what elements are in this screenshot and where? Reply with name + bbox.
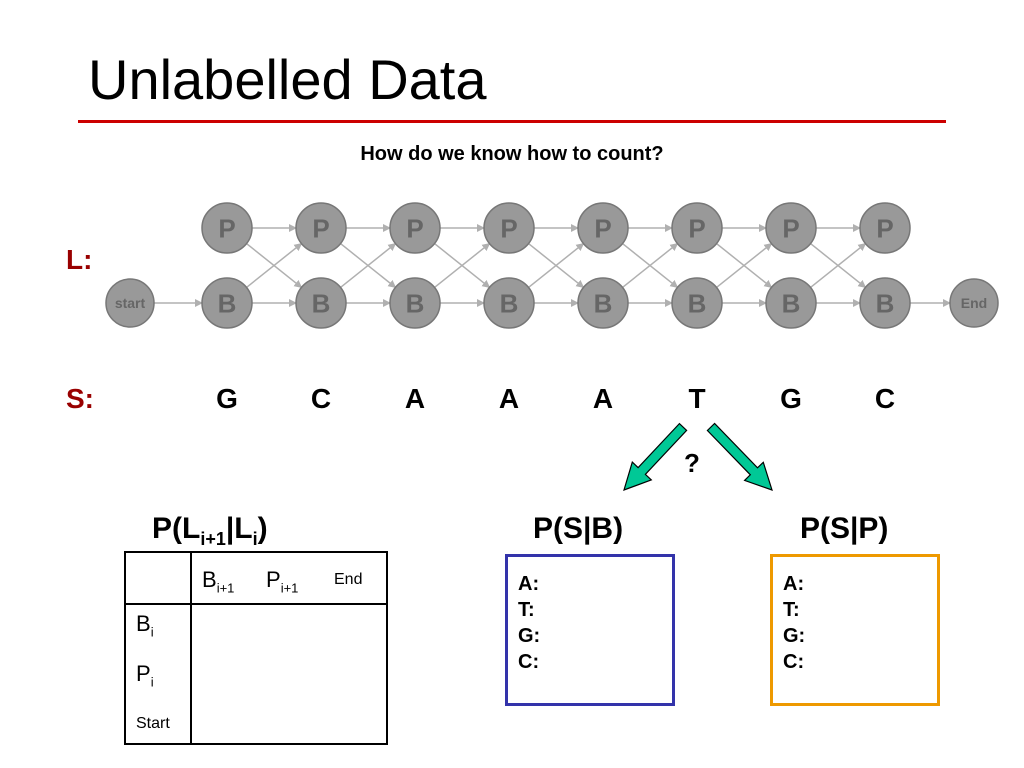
arrow-to-promoter [706,422,773,491]
end-node-label: End [961,295,987,311]
table-divider [126,603,386,605]
table-col-header-p: Pi+1 [266,567,299,596]
heading-part: |L [225,512,253,545]
sequence-letter: C [874,383,896,414]
page-title: Unlabelled Data [88,48,487,111]
state-node-p [201,202,253,254]
heading-part: P(L [152,512,201,545]
state-node-p-label: P [688,213,705,243]
state-node-b-label: B [782,288,801,318]
state-node-b-label: B [500,288,519,318]
edge-b-p [340,242,397,288]
edge-b-p [434,242,491,288]
state-node-p [765,202,817,254]
state-node-b [201,277,253,329]
state-node-p [671,202,723,254]
state-node-b [483,277,535,329]
emission-p-box: A: T: G: C: [770,554,940,706]
emission-p-heading: P(S|P) [800,512,889,545]
arrow-to-background [623,422,688,491]
state-node-b [671,277,723,329]
state-node-b-label: B [688,288,707,318]
end-node [949,278,999,328]
start-node [105,278,155,328]
state-node-b-label: B [876,288,895,318]
sequence-letter: A [592,383,614,414]
state-node-b [389,277,441,329]
state-node-p-label: P [218,213,235,243]
state-node-p [577,202,629,254]
state-node-b [577,277,629,329]
sequence-row-label: S: [66,383,94,414]
transition-table: Bi+1 Pi+1 End Bi Pi Start [124,551,388,745]
edge-b-p [246,242,303,288]
state-node-b-label: B [406,288,425,318]
emission-b-entry: A: [518,573,540,595]
table-col-header-b: Bi+1 [202,567,235,596]
emission-b-entry: G: [518,625,541,647]
emission-p-entry: C: [783,651,805,673]
heading-part: ) [257,512,268,545]
state-node-b-label: B [312,288,331,318]
sequence-letter: G [216,383,238,414]
sequence-letter: T [688,383,706,414]
emission-b-entry: T: [518,599,535,621]
state-node-p-label: P [876,213,893,243]
state-node-p-label: P [500,213,517,243]
emission-b-entry: C: [518,651,540,673]
edge-b-p [528,242,585,288]
start-node-label: start [115,295,146,311]
state-node-p [859,202,911,254]
uncertain-mark: ? [684,448,700,478]
state-node-p [389,202,441,254]
table-row-header-start: Start [136,715,170,732]
state-node-b-label: B [594,288,613,318]
transition-edges [154,224,951,307]
question-text: How do we know how to count? [360,143,664,165]
sequence-letter: A [404,383,426,414]
sequence-letter: C [310,383,332,414]
emission-b-heading: P(S|B) [533,512,624,545]
table-row-header-p: Pi [136,661,154,690]
state-node-b [765,277,817,329]
state-node-b [295,277,347,329]
emission-p-entry: T: [783,599,800,621]
state-node-p-label: P [594,213,611,243]
edge-b-p [622,242,679,288]
emission-p-entry: G: [783,625,806,647]
state-node-p-label: P [312,213,329,243]
lattice-row-label: L: [66,244,93,275]
state-node-b-label: B [218,288,237,318]
transition-table-heading: P(Li+1|Li) [152,512,268,550]
title-divider [78,120,946,123]
state-node-p [295,202,347,254]
state-node-b [859,277,911,329]
table-col-header-end: End [334,571,363,588]
branch-arrows [623,422,773,491]
state-node-p-label: P [782,213,799,243]
emission-b-box: A: T: G: C: [505,554,675,706]
sequence-letter: G [780,383,802,414]
state-node-p-label: P [406,213,423,243]
table-divider [190,553,192,743]
table-row-header-b: Bi [136,611,154,640]
state-node-p [483,202,535,254]
sequence-letter: A [498,383,520,414]
heading-subscript: i+1 [200,529,226,549]
heading-subscript: i [252,529,258,549]
edge-b-p [716,242,773,288]
edge-b-p [810,242,867,288]
emission-p-entry: A: [783,573,805,595]
